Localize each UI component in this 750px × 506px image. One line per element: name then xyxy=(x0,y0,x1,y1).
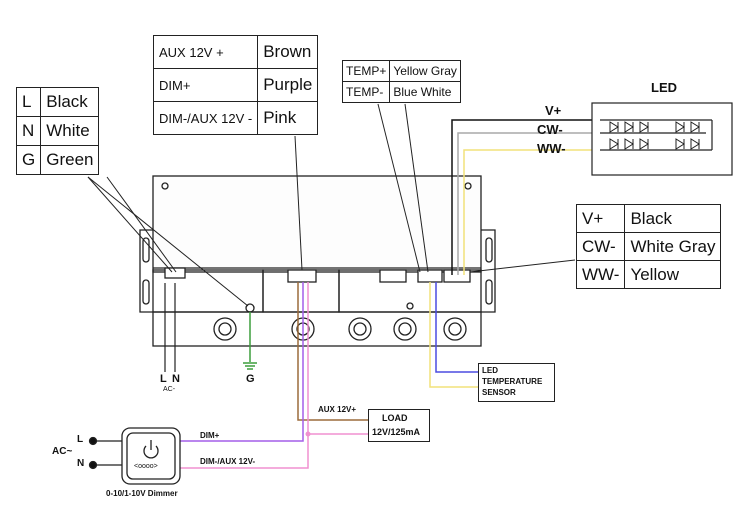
led-diode-cw xyxy=(690,121,700,133)
temperature-sensor-box: LED TEMPERATURE SENSOR xyxy=(478,363,555,402)
led-cw-label: CW- xyxy=(537,122,563,137)
led-title: LED xyxy=(651,80,677,95)
ground-label: G xyxy=(246,373,255,385)
dimmer-device xyxy=(121,427,181,485)
dimmer-name-label: 0-10/1-10V Dimmer xyxy=(106,489,178,498)
input-color-row-color: Green xyxy=(40,145,100,175)
dimmer-n-label: N xyxy=(77,458,85,469)
leader-lines xyxy=(87,103,576,307)
input-color-row-color: White xyxy=(40,116,100,146)
ac-leads xyxy=(164,283,176,372)
led-wire-row-signal: WW- xyxy=(575,260,626,289)
driver-housing xyxy=(139,175,496,347)
led-wire-row-signal: CW- xyxy=(575,232,626,261)
led-diode-cw xyxy=(639,121,649,133)
ground-lead xyxy=(243,312,257,370)
temp-wire-row-signal: TEMP- xyxy=(341,81,391,103)
temp-wire-row: TEMP+Yellow Gray xyxy=(341,60,461,82)
led-diode-cw xyxy=(624,121,634,133)
led-diode-ww xyxy=(639,138,649,150)
dim-minus-label: DIM-/AUX 12V- xyxy=(200,457,256,466)
led-wire-row-color: White Gray xyxy=(624,232,722,261)
ac-label: AC- xyxy=(163,386,176,393)
sensor-label-2: TEMPERATURE xyxy=(482,377,543,386)
sensor-label-1: LED xyxy=(482,366,498,375)
temp-wire-row: TEMP-Blue White xyxy=(341,81,461,103)
load-label: LOAD xyxy=(382,413,408,423)
led-wire-row: WW-Yellow xyxy=(575,260,722,289)
dim-wire-row-color: Brown xyxy=(257,35,319,69)
dim-wire-row: DIM+Purple xyxy=(152,68,319,102)
led-panel xyxy=(591,102,733,176)
led-vplus-label: V+ xyxy=(545,103,562,118)
led-wire-row-color: Yellow xyxy=(624,260,722,289)
dim-plus-label: DIM+ xyxy=(200,431,220,440)
dim-wire-row-color: Pink xyxy=(257,101,319,135)
sensor-label-3: SENSOR xyxy=(482,388,516,397)
load-rating-label: 12V/125mA xyxy=(372,427,421,437)
led-diode-cw xyxy=(609,121,619,133)
input-color-row-signal: L xyxy=(15,87,42,117)
temp-sensor-wiring xyxy=(429,282,478,388)
led-diode-cw xyxy=(675,121,685,133)
led-diode-ww xyxy=(675,138,685,150)
input-color-row-signal: N xyxy=(15,116,42,146)
temp-wire-row-color: Yellow Gray xyxy=(389,60,461,82)
led-diode-ww xyxy=(690,138,700,150)
aux12-label: AUX 12V+ xyxy=(318,405,357,414)
led-diode-ww xyxy=(624,138,634,150)
led-diode-ww xyxy=(609,138,619,150)
temp-wire-row-color: Blue White xyxy=(389,81,461,103)
dimmer-ac-terminals xyxy=(88,436,122,470)
led-wire-row: CW-White Gray xyxy=(575,232,722,261)
dimmer-l-label: L xyxy=(77,434,84,445)
dim-wire-row: DIM-/AUX 12V -Pink xyxy=(152,101,319,135)
input-color-row-signal: G xyxy=(15,145,42,175)
ac-l-label: L xyxy=(160,373,167,385)
led-diode-array xyxy=(609,121,700,150)
led-output-wiring xyxy=(451,119,600,275)
load-box: LOAD 12V/125mA xyxy=(368,409,430,442)
temp-wire-row-signal: TEMP+ xyxy=(341,60,391,82)
led-wire-row-color: Black xyxy=(624,204,722,233)
led-wire-row: V+Black xyxy=(575,204,722,233)
ac-n-label: N xyxy=(172,373,180,385)
dimmer-dots-label: <oooo> xyxy=(134,463,158,470)
dim-wire-row-color: Purple xyxy=(257,68,319,102)
dim-wiring xyxy=(180,282,368,469)
dim-wire-row-signal: AUX 12V + xyxy=(152,35,259,69)
dim-wire-row-signal: DIM+ xyxy=(152,68,259,102)
dim-wire-row-signal: DIM-/AUX 12V - xyxy=(152,101,259,135)
input-color-row-color: Black xyxy=(40,87,100,117)
dimmer-ac-label: AC~ xyxy=(52,446,73,457)
led-wire-row-signal: V+ xyxy=(575,204,626,233)
pink-junction-dot xyxy=(305,431,311,437)
led-ww-label: WW- xyxy=(537,141,566,156)
dim-wire-row: AUX 12V +Brown xyxy=(152,35,319,69)
